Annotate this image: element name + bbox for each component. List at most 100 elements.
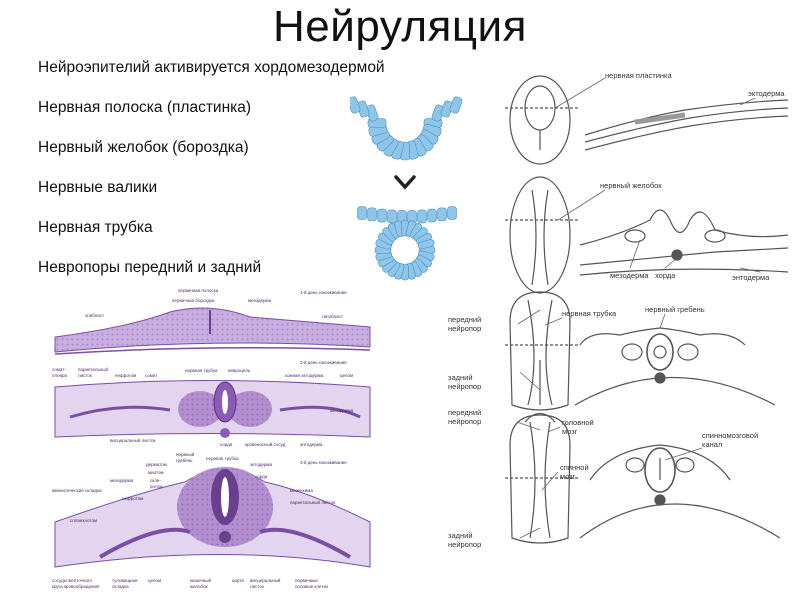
ectoderm-cell xyxy=(437,207,447,222)
bullet-item-neuropores: Невропоры передний и задний xyxy=(38,259,262,276)
histology-panel-day2 xyxy=(54,380,371,438)
hist3-label-gut-a: кишечный xyxy=(190,577,212,583)
hist3-label-gut-b: желобок xyxy=(190,584,208,589)
ectoderm-cell xyxy=(367,207,377,222)
label-posterior-neuropore-2a: задний xyxy=(448,531,473,540)
hist3-label-neural-tube: нервная трубка xyxy=(206,456,239,461)
hist2-label-parietal-a: париетальный xyxy=(78,366,109,372)
label-spinal-canal-b: канал xyxy=(702,440,722,449)
label-anterior-neuropore-2b: нейропор xyxy=(448,417,481,426)
hist2-label-day: 2-й день насиживания xyxy=(300,359,347,365)
hist3-label-mesenchyme: мезенхима xyxy=(290,488,313,493)
histology-panel-day3 xyxy=(54,467,371,568)
label-brain-b: мозг xyxy=(562,427,578,436)
hist1-label-strip: первичная полоска xyxy=(178,288,219,293)
label-spinal-canal-a: спинномозговой xyxy=(702,431,758,440)
hist1-label-day: 1-й день насиживания xyxy=(300,289,347,295)
bullet-item-neural-tube: Нервная трубка xyxy=(38,219,153,236)
label-chord: хорда xyxy=(655,271,676,280)
hist2-label-parietal-b: листок xyxy=(78,373,92,378)
hist2-label-entoderm: энтодерма xyxy=(300,442,323,447)
hist3-label-vessels-b: круга кровообращения xyxy=(52,584,100,589)
label-entoderm: энтодерма xyxy=(732,273,770,282)
hist3-label-vessels-a: сосуды желточного xyxy=(52,578,93,583)
hist3-label-chord: хорда xyxy=(255,474,268,479)
hist2-label-skin-ectoderm: кожная эктодерма xyxy=(285,373,324,378)
ectoderm-cell xyxy=(357,206,367,220)
ectoderm-cell xyxy=(377,208,387,223)
hist3-label-myotome: миотом xyxy=(148,470,164,475)
embryo-diagram: нервная пластинка эктодерма нервный жело… xyxy=(448,71,789,549)
hist3-label-mesoderm: мезодерма xyxy=(110,478,134,483)
hist1-label-mesoderm: мезодерма xyxy=(248,298,272,303)
label-posterior-neuropore-1a: задний xyxy=(448,373,473,382)
hist3-label-germ-cells-a: первичные xyxy=(295,578,318,583)
hist3-label-splanchnotome: спланхнотом xyxy=(70,518,97,523)
groove-cell xyxy=(449,96,463,114)
hist3-label-crest-b: гребень xyxy=(176,458,193,463)
label-anterior-neuropore-2a: передний xyxy=(448,408,481,417)
bullet-item-neural-groove: Нервный желобок (бороздка) xyxy=(38,139,249,156)
label-spinal-cord-b: мозг xyxy=(560,472,576,481)
label-ectoderm: эктодерма xyxy=(748,89,785,98)
hist2-label-soma-b: плевра xyxy=(52,373,67,378)
hist3-label-dermatome: дерматом xyxy=(146,462,167,467)
label-neural-crest: нервный гребень xyxy=(645,305,705,314)
hist3-label-germ-cells-b: половые клетки xyxy=(295,584,328,589)
label-brain-a: головной xyxy=(562,418,594,427)
hist3-label-aorta: аорта xyxy=(232,578,244,583)
ectoderm-cell xyxy=(427,208,437,223)
ectoderm-cell xyxy=(417,209,427,224)
bullet-item-neural-plate: Нервная полоска (пластинка) xyxy=(38,99,252,116)
label-posterior-neuropore-2b: нейропор xyxy=(448,540,481,549)
label-neural-plate: нервная пластинка xyxy=(605,71,672,80)
hist3-label-nephrotome: нефротом xyxy=(122,496,143,501)
hist1-label-epiblast: эпибласт xyxy=(85,313,104,318)
hist3-label-parietal: париетальный листок xyxy=(290,499,335,505)
hist1-label-hypoblast: гипобласт xyxy=(322,314,343,319)
histology-panels: 1-й день насиживания первичная полоска п… xyxy=(52,288,371,589)
tube-cell xyxy=(417,239,435,250)
neural-groove-cells xyxy=(350,96,463,161)
hist2-label-coelom: целом xyxy=(340,373,353,378)
arrow-down-icon xyxy=(394,175,416,190)
hist2-label-neurocoel: невроцель xyxy=(228,368,251,373)
ectoderm-cells xyxy=(357,206,457,224)
label-neural-tube: нервная трубка xyxy=(562,309,617,318)
ectoderm-cell xyxy=(387,209,397,224)
hist2-label-somite: сомит xyxy=(145,373,157,378)
histology-panel-day1 xyxy=(54,307,371,355)
hist3-label-sclerotome-a: скле- xyxy=(150,478,161,483)
hist2-label-nephrotome: нефротом xyxy=(115,373,136,378)
hist2-label-visceral: висцеральный листок xyxy=(110,437,156,443)
hist3-label-day: 3-й день насиживания xyxy=(300,459,347,465)
ectoderm-cell xyxy=(447,206,457,220)
groove-cell xyxy=(350,96,361,114)
hist2-label-mesoderm: мезодерма xyxy=(330,408,354,413)
label-spinal-cord-a: спинной xyxy=(560,463,589,472)
bullet-item-neural-folds: Нервные валики xyxy=(38,179,158,196)
hist3-label-sclerotome-b: ротом xyxy=(150,484,163,489)
hist3-label-visceral-b: листок xyxy=(250,584,264,589)
cell-schematic xyxy=(350,96,463,281)
label-neural-groove: нервный желобок xyxy=(600,181,662,190)
bullet-list: Нейроэпителий активируется хордомезодерм… xyxy=(38,58,458,298)
hist3-label-trunk-fold-b: складка xyxy=(112,584,129,589)
label-posterior-neuropore-1b: нейропор xyxy=(448,382,481,391)
hist3-label-ectoderm: эктодерма xyxy=(250,462,272,467)
hist2-label-vessel: кровеносный сосуд xyxy=(245,441,286,447)
hist3-label-trunk-fold-a: туловищная xyxy=(112,578,138,583)
bullet-item-chordamesoderm: Нейроэпителий активируется хордомезодерм… xyxy=(38,59,385,76)
label-anterior-neuropore-1a: передний xyxy=(448,315,481,324)
label-mesoderm: мезодерма xyxy=(610,271,649,280)
hist3-label-coelom: целом xyxy=(148,578,161,583)
hist2-label-neural-tube: нервная трубка xyxy=(185,368,218,373)
neural-tube-ring xyxy=(374,219,436,281)
hist3-label-visceral-a: висцеральный xyxy=(250,577,281,583)
page-title: Нейруляция xyxy=(273,2,527,51)
hist2-label-soma-a: сомат- xyxy=(52,367,66,372)
hist2-label-chord: хорда xyxy=(220,442,233,447)
hist3-label-amniotic-fold: амниотическая складка xyxy=(52,488,102,493)
hist1-label-groove: первичная бороздка xyxy=(172,298,215,303)
hist3-label-crest-a: нервный xyxy=(176,451,195,457)
